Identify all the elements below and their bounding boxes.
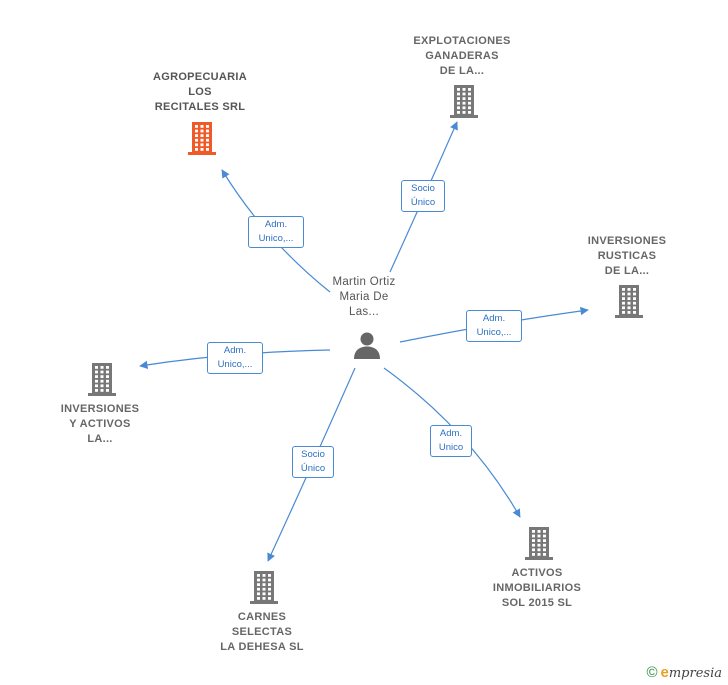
company-name-line: RECITALES SRL [154, 101, 246, 113]
company-node-agropecuaria[interactable] [185, 120, 219, 156]
company-node-explotaciones[interactable] [447, 83, 481, 119]
edge-label-line: Único [300, 463, 326, 474]
person-name-line: Maria De [339, 291, 389, 303]
company-label-activos-inmobiliarios[interactable]: ACTIVOS INMOBILIARIOS SOL 2015 SL [467, 566, 607, 611]
company-name-line: CARNES [237, 611, 287, 623]
company-name-line: LA DEHESA SL [220, 641, 304, 653]
copyright-icon: © [646, 664, 658, 681]
brand-name: mpresia [668, 666, 722, 681]
company-label-agropecuaria[interactable]: AGROPECUARIA LOS RECITALES SRL [130, 70, 270, 115]
edge-label-inversiones-rusticas[interactable]: Adm. Unico,... [466, 310, 522, 342]
company-name-line: LOS [188, 86, 212, 98]
edge-label-agropecuaria[interactable]: Adm. Unico,... [248, 216, 304, 248]
company-name-line: GANADERAS [425, 50, 499, 62]
company-name-line: DE LA... [604, 265, 650, 277]
company-node-inversiones-activos[interactable] [85, 361, 119, 397]
edge-label-line: Unico,... [476, 327, 512, 338]
building-icon [250, 571, 278, 604]
edge-label-line: Unico,... [217, 359, 253, 370]
edge-label-line: Adm. [223, 345, 247, 356]
company-name-line: EXPLOTACIONES [413, 35, 511, 47]
company-node-inversiones-rusticas[interactable] [612, 283, 646, 319]
edge-label-line: Único [410, 197, 436, 208]
company-name-line: LA... [87, 433, 113, 445]
company-label-carnes-selectas[interactable]: CARNES SELECTAS LA DEHESA SL [192, 610, 332, 655]
company-name-line: DE LA... [439, 65, 485, 77]
company-name-line: RUSTICAS [597, 250, 657, 262]
edge-label-line: Socio [411, 183, 435, 194]
company-name-line: INMOBILIARIOS [492, 582, 582, 594]
brand-initial: e [660, 664, 669, 681]
edge-label-activos-inmobiliarios[interactable]: Adm. Unico [430, 425, 472, 457]
edge-label-line: Adm. [439, 428, 463, 439]
company-name-line: Y ACTIVOS [69, 418, 131, 430]
company-name-line: ACTIVOS [511, 567, 563, 579]
person-node[interactable] [352, 330, 382, 360]
company-label-inversiones-rusticas[interactable]: INVERSIONES RUSTICAS DE LA... [557, 234, 697, 279]
edge-label-line: Unico [438, 442, 464, 453]
company-node-activos-inmobiliarios[interactable] [522, 525, 556, 561]
building-icon [88, 363, 116, 396]
edge-label-inversiones-activos[interactable]: Adm. Unico,... [207, 342, 263, 374]
building-icon [450, 85, 478, 118]
company-label-explotaciones[interactable]: EXPLOTACIONES GANADERAS DE LA... [392, 34, 532, 79]
building-icon [188, 122, 216, 155]
company-label-inversiones-activos[interactable]: INVERSIONES Y ACTIVOS LA... [30, 402, 170, 447]
footer-brand: ©empresia [646, 664, 722, 681]
edge-label-line: Adm. [264, 219, 288, 230]
building-icon [525, 527, 553, 560]
person-icon [354, 332, 380, 359]
person-name-line: Martin Ortiz [332, 276, 396, 288]
company-name-line: AGROPECUARIA [152, 71, 248, 83]
company-name-line: INVERSIONES [60, 403, 140, 415]
person-name-line: Las... [349, 306, 379, 318]
building-icon [615, 285, 643, 318]
company-name-line: SOL 2015 SL [501, 597, 573, 609]
edge-label-line: Adm. [482, 313, 506, 324]
edge-label-line: Socio [301, 449, 325, 460]
company-node-carnes-selectas[interactable] [247, 569, 281, 605]
company-name-line: INVERSIONES [587, 235, 667, 247]
edge-label-line: Unico,... [258, 233, 294, 244]
company-name-line: SELECTAS [231, 626, 293, 638]
